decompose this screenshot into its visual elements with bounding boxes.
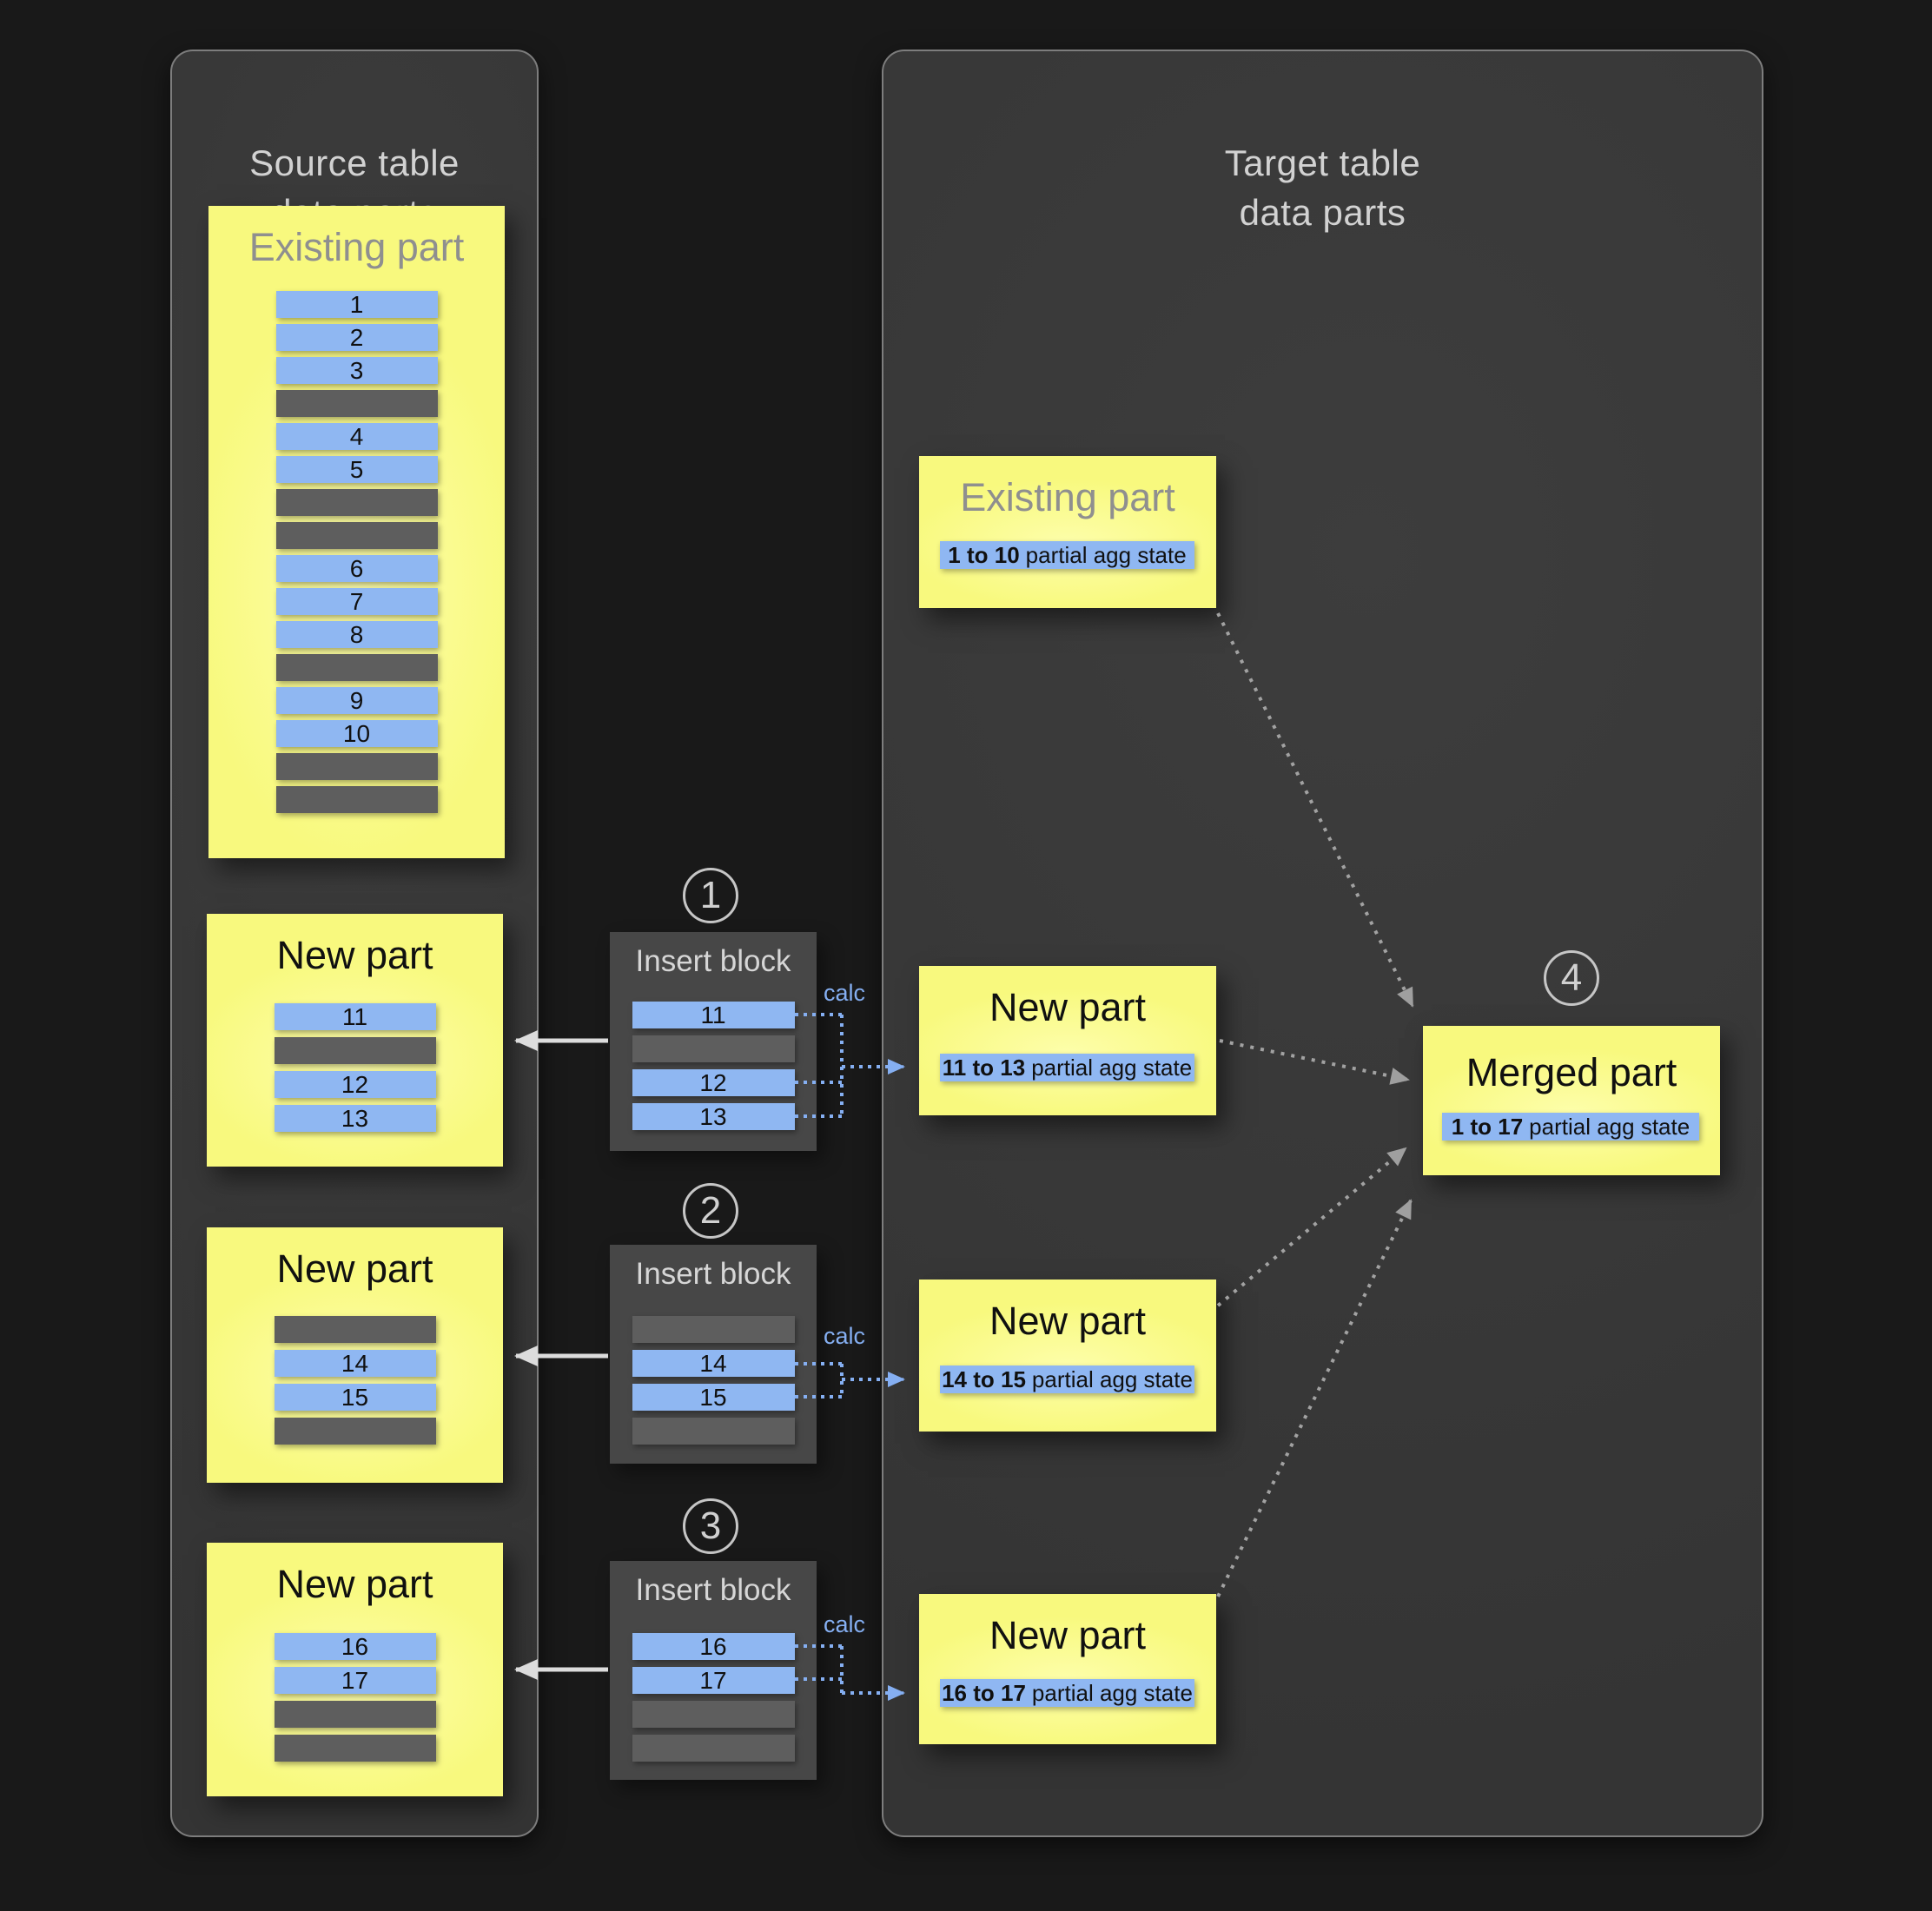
- data-row-value: 13: [274, 1105, 436, 1132]
- source-existing-part-title: Existing part: [248, 225, 465, 269]
- agg-label: partial agg state: [1031, 1366, 1193, 1392]
- agg-label: partial agg state: [1031, 1680, 1193, 1706]
- data-row-value: 13: [632, 1103, 795, 1130]
- target-existing-part-title: Existing part: [960, 475, 1175, 519]
- target-new-part-3-title: New part: [989, 1613, 1147, 1657]
- data-row-empty: [632, 1316, 795, 1343]
- agg-label: partial agg state: [1031, 1055, 1193, 1081]
- insert-block-2-title: Insert block: [635, 1257, 791, 1291]
- data-row-value: 4: [275, 423, 438, 450]
- agg-label: partial agg state: [1025, 542, 1187, 568]
- data-row-value: 16: [632, 1633, 795, 1660]
- agg-label: partial agg state: [1529, 1114, 1690, 1140]
- data-row-empty: [275, 522, 438, 549]
- data-row-value: 12: [632, 1069, 795, 1096]
- data-row-value: 5: [275, 456, 438, 483]
- data-row-empty: [632, 1035, 795, 1062]
- data-row-value: 7: [275, 588, 438, 615]
- data-row-value: 12: [274, 1071, 436, 1098]
- calc-label-3: calc: [824, 1611, 866, 1637]
- agg-range: 1 to 17: [1451, 1114, 1524, 1140]
- data-row-value: 10: [275, 720, 438, 747]
- step-2-badge: 2: [683, 1183, 738, 1239]
- target-panel-title-line2: data parts: [1239, 192, 1406, 233]
- agg-range: 1 to 10: [948, 542, 1020, 568]
- insert-block-1-title: Insert block: [635, 944, 791, 978]
- target-table-panel: Target table data parts: [882, 50, 1763, 1837]
- data-row-empty: [275, 786, 438, 813]
- data-row-value: 9: [275, 687, 438, 714]
- source-existing-part-rows: 1 2 3 4 5 6 7 8 9 10: [208, 291, 505, 819]
- data-row-empty: [275, 489, 438, 516]
- target-new-part-1-title: New part: [989, 985, 1147, 1029]
- target-panel-title-line1: Target table: [1224, 142, 1421, 183]
- target-new-part-2-title: New part: [989, 1299, 1147, 1343]
- data-row-empty: [632, 1418, 795, 1445]
- data-row-empty: [275, 753, 438, 780]
- agg-range: 16 to 17: [942, 1680, 1026, 1706]
- data-row-value: 15: [274, 1384, 436, 1411]
- source-existing-part: Existing part 1 2 3 4 5 6 7 8 9 10: [208, 206, 505, 858]
- data-row-value: 1: [275, 291, 438, 318]
- step-4-badge: 4: [1544, 950, 1599, 1006]
- calc-label-1: calc: [824, 980, 866, 1006]
- data-row-value: 17: [274, 1667, 436, 1694]
- insert-block-3-title: Insert block: [635, 1573, 791, 1607]
- calc-label-2: calc: [824, 1323, 866, 1349]
- data-row-value: 3: [275, 357, 438, 384]
- data-row-empty: [274, 1735, 436, 1762]
- data-row-value: 14: [274, 1350, 436, 1377]
- data-row-empty: [274, 1037, 436, 1064]
- data-row-value: 17: [632, 1667, 795, 1694]
- merged-part-title: Merged part: [1466, 1050, 1677, 1094]
- data-row-empty: [274, 1701, 436, 1728]
- data-row-empty: [275, 654, 438, 681]
- source-new-part-3-title: New part: [276, 1562, 433, 1606]
- source-new-part-1-title: New part: [276, 933, 433, 977]
- source-panel-title-line1: Source table: [249, 142, 460, 183]
- data-row-empty: [275, 390, 438, 417]
- data-row-value: 16: [274, 1633, 436, 1660]
- data-row-value: 15: [632, 1384, 795, 1411]
- data-row-empty: [632, 1701, 795, 1728]
- data-row-empty: [274, 1418, 436, 1445]
- source-new-part-1: New part 11 12 13: [207, 914, 503, 1167]
- data-row-value: 6: [275, 555, 438, 582]
- data-row-empty: [274, 1316, 436, 1343]
- source-new-part-2-title: New part: [276, 1246, 433, 1291]
- data-row-value: 14: [632, 1350, 795, 1377]
- target-panel-title: Target table data parts: [883, 138, 1762, 237]
- source-new-part-1-rows: 11 12 13: [207, 1003, 503, 1139]
- insert-block-1: Insert block 11 12 13: [610, 932, 817, 1151]
- data-row-empty: [632, 1735, 795, 1762]
- data-row-value: 8: [275, 621, 438, 648]
- step-3-badge: 3: [683, 1498, 738, 1554]
- data-row-value: 2: [275, 324, 438, 351]
- data-row-value: 11: [632, 1002, 795, 1028]
- agg-range: 14 to 15: [942, 1366, 1026, 1392]
- insert-block-1-rows: 11 12 13: [610, 1002, 817, 1137]
- data-row-value: 11: [274, 1003, 436, 1030]
- agg-range: 11 to 13: [942, 1055, 1026, 1081]
- step-1-badge: 1: [683, 868, 738, 923]
